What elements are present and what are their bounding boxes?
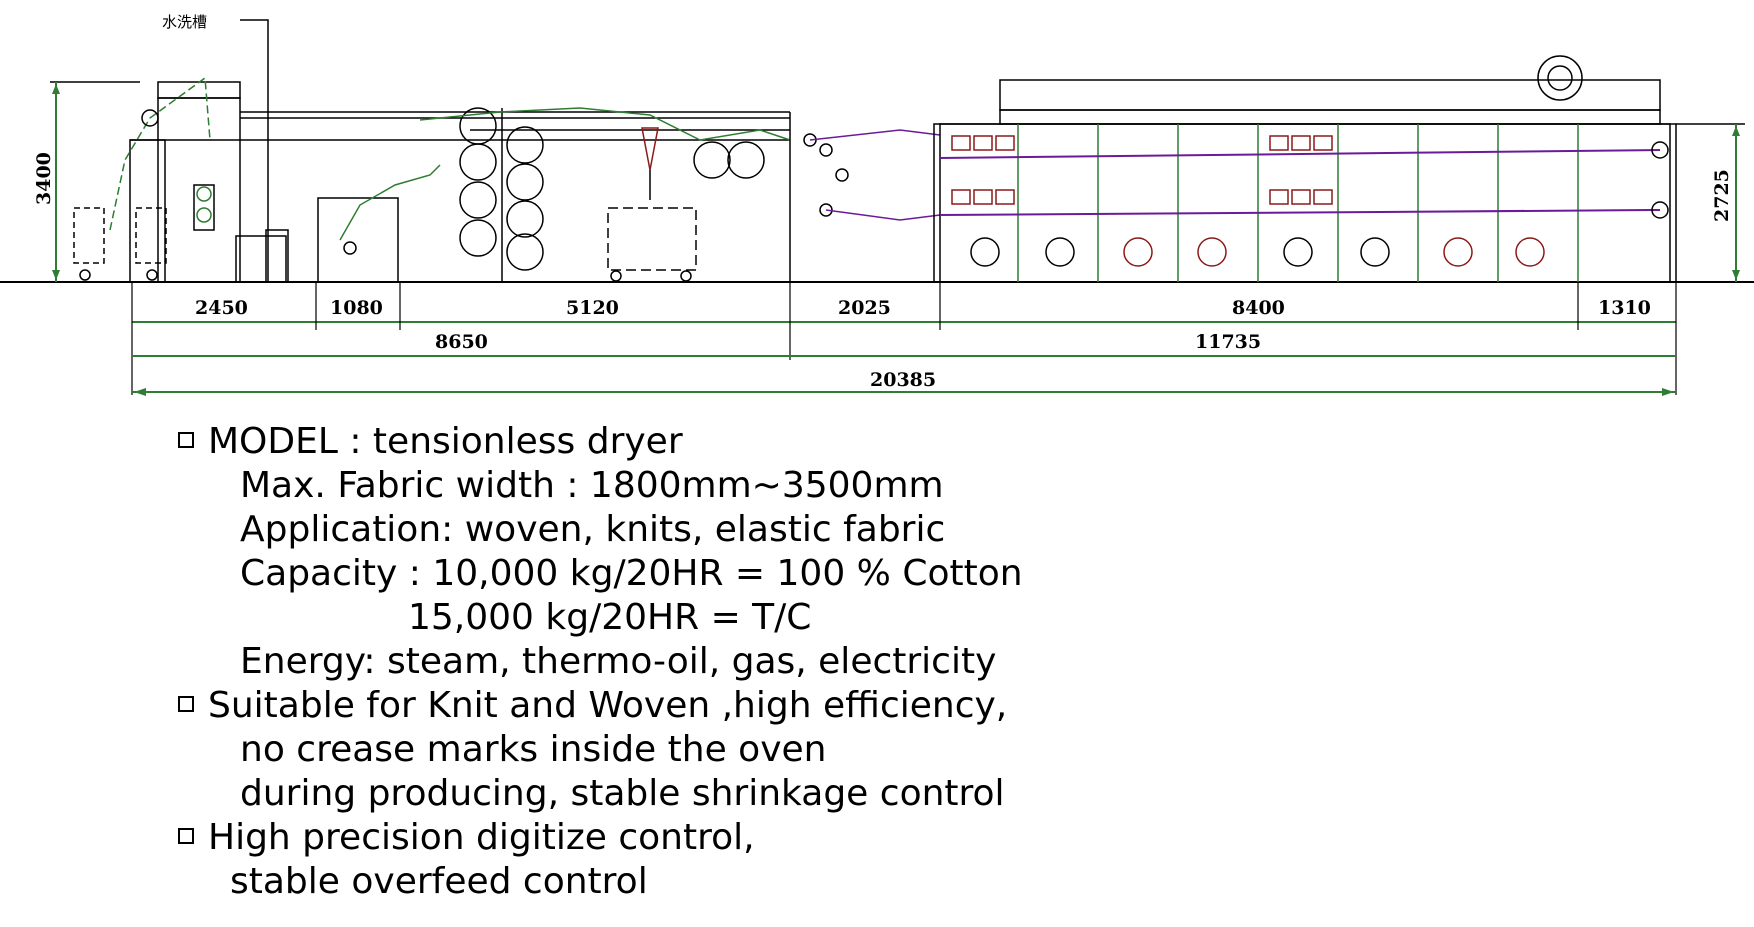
energy-line: Energy: steam, thermo-oil, gas, electric… bbox=[240, 641, 997, 682]
height-3400: 3400 bbox=[33, 152, 55, 205]
dimension-row-3: 20385 bbox=[132, 369, 1676, 396]
dim-8650: 8650 bbox=[435, 331, 488, 353]
feature2-text-a: High precision digitize control, bbox=[208, 817, 755, 858]
wash-tank bbox=[235, 164, 441, 283]
left-height-dimension: 3400 bbox=[33, 81, 140, 282]
dim-8400: 8400 bbox=[1232, 297, 1285, 319]
dimension-row-1: 2450 1080 5120 2025 8400 1310 bbox=[131, 282, 1677, 395]
machine-drawing: 水洗槽 3400 2725 bbox=[0, 13, 1754, 396]
feature1-line-a: Suitable for Knit and Woven ,high effici… bbox=[178, 684, 1007, 728]
dim-1310: 1310 bbox=[1598, 297, 1651, 319]
model-line: MODEL : tensionless dryer bbox=[178, 420, 683, 464]
feature1-text-a: Suitable for Knit and Woven ,high effici… bbox=[208, 685, 1008, 726]
dim-2450: 2450 bbox=[195, 297, 248, 319]
dim-2025: 2025 bbox=[838, 297, 891, 319]
callout-leader bbox=[240, 19, 269, 282]
callout-label: 水洗槽 bbox=[162, 13, 207, 31]
max-width-line: Max. Fabric width : 1800mm~3500mm bbox=[240, 465, 944, 506]
dim-11735: 11735 bbox=[1195, 331, 1261, 353]
dim-1080: 1080 bbox=[330, 297, 383, 319]
dimension-row-2: 8650 11735 bbox=[132, 331, 1676, 357]
right-height-dimension: 2725 bbox=[1676, 123, 1745, 282]
dim-20385: 20385 bbox=[870, 369, 936, 391]
dryer-oven bbox=[933, 55, 1677, 283]
bullet-square-icon bbox=[178, 828, 194, 844]
dim-5120: 5120 bbox=[566, 297, 619, 319]
feature1-line-c: during producing, stable shrinkage contr… bbox=[240, 773, 1005, 814]
frame-beams bbox=[130, 111, 790, 141]
bullet-square-icon bbox=[178, 696, 194, 712]
capacity-line-1: Capacity : 10,000 kg/20HR = 100 % Cotton bbox=[240, 553, 1023, 594]
application-line: Application: woven, knits, elastic fabri… bbox=[240, 509, 946, 550]
entry-unit bbox=[73, 76, 241, 283]
transfer-section bbox=[789, 112, 941, 282]
height-2725: 2725 bbox=[1711, 169, 1733, 222]
feature1-line-b: no crease marks inside the oven bbox=[240, 729, 827, 770]
bullet-square-icon bbox=[178, 432, 194, 448]
capacity-line-2: 15,000 kg/20HR = T/C bbox=[408, 597, 812, 638]
padder-cylinders bbox=[419, 107, 791, 282]
model-text: MODEL : tensionless dryer bbox=[208, 421, 683, 462]
feature2-line-b: stable overfeed control bbox=[230, 861, 648, 902]
feature2-line-a: High precision digitize control, bbox=[178, 816, 755, 860]
